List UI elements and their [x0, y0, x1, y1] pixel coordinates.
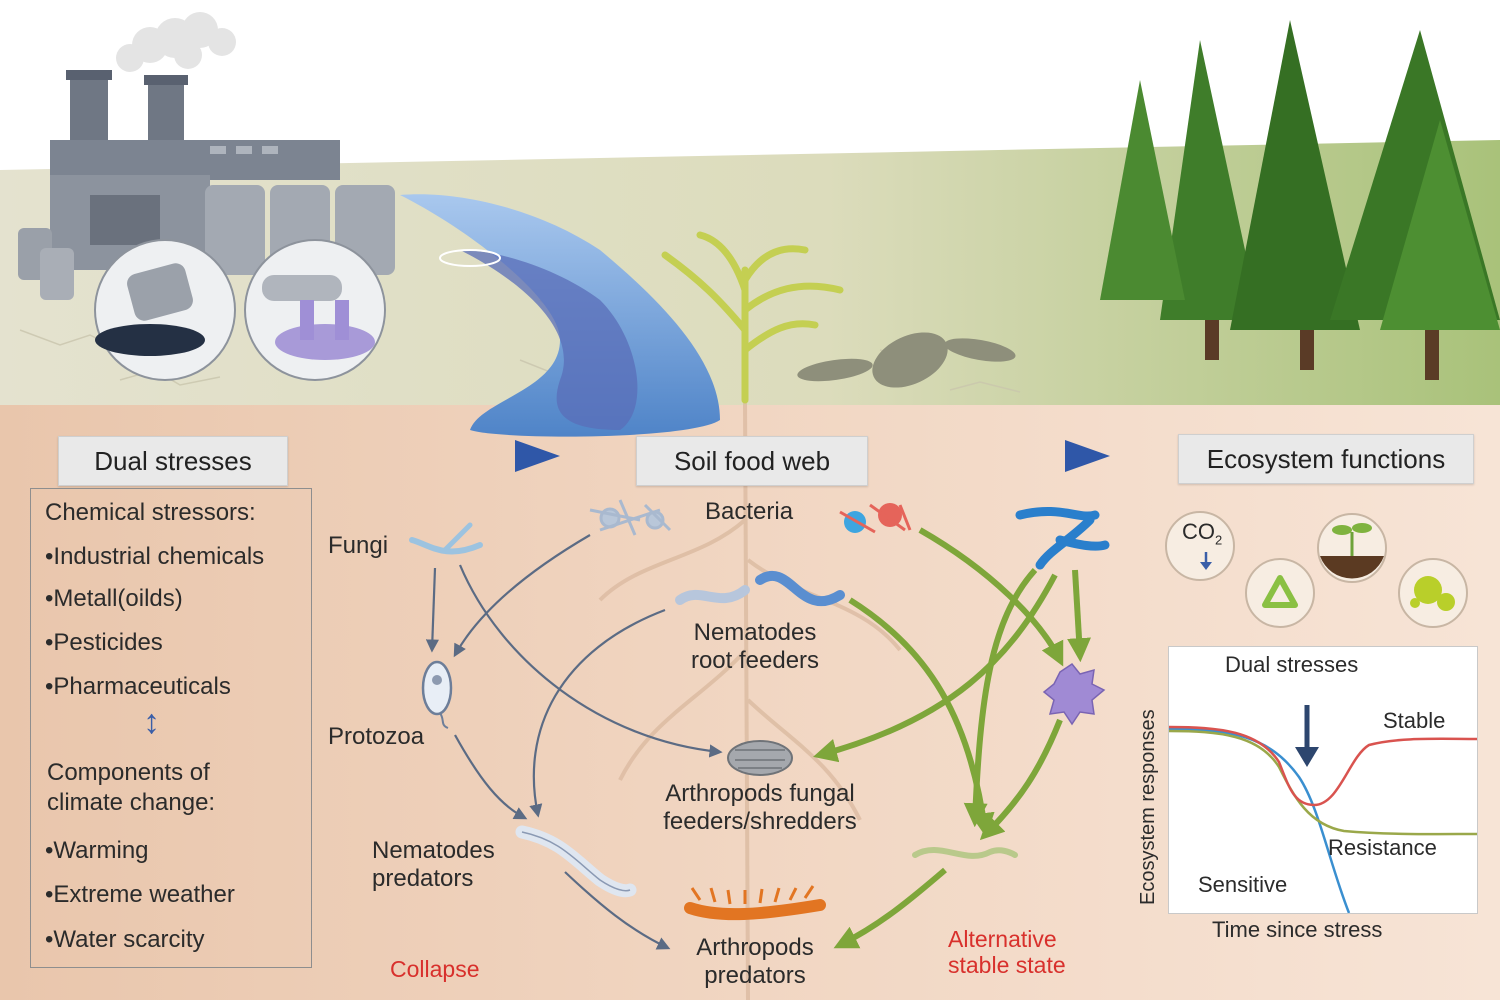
arthropod-fungal-icon: [727, 740, 793, 776]
factory: [18, 70, 395, 300]
label-arthropods-fungal: Arthropods fungal feeders/shredders: [663, 780, 857, 835]
series-label-stable: Stable: [1383, 708, 1446, 733]
stressor-item-pharmaceuticals: •Pharmaceuticals: [45, 673, 231, 700]
stressor-item-metalloids: •Metall(oilds): [45, 585, 183, 612]
bacteria-blue-chain-icon: [1015, 507, 1110, 570]
label-protozoa: Protozoa: [328, 723, 425, 750]
stressor-item-industrial: •Industrial chemicals: [45, 543, 265, 570]
header-dual-stresses: Dual stresses: [58, 436, 288, 486]
series-label-resistance: Resistance: [1328, 835, 1437, 860]
chemical-stressors-heading: Chemical stressors:: [45, 499, 256, 526]
label-fungi: Fungi: [328, 532, 389, 559]
header-soil-food-web: Soil food web: [636, 436, 868, 486]
nematode-green-icon: [912, 847, 1018, 859]
stressors-panel: Chemical stressors: •Industrial chemical…: [30, 488, 312, 968]
curve-resistance: [1168, 729, 1478, 836]
bacteria-grey-icon: [589, 499, 672, 536]
co2-icon-circle: [1165, 511, 1235, 581]
arthropod-predator-icon: [684, 885, 826, 921]
label-nematodes-root-feeders: Nematodes root feeders: [690, 619, 820, 674]
response-chart-svg: [1168, 705, 1478, 914]
climate-heading-line1: Components of: [47, 759, 210, 786]
protozoa-icon: [421, 660, 453, 729]
amoeba-icon: [1042, 662, 1106, 726]
chart-x-label: Time since stress: [1212, 917, 1383, 942]
stressor-item-pesticides: •Pesticides: [45, 629, 163, 656]
river-pollution: [460, 250, 638, 430]
curve-sensitive: [1168, 727, 1351, 914]
series-label-sensitive: Sensitive: [1198, 872, 1288, 897]
seedling-icon: [1317, 513, 1387, 583]
nematode-root-icon: [675, 570, 845, 607]
smoke: [116, 12, 236, 72]
alternative-arrows: [813, 527, 1091, 949]
pathogen-icon: [1398, 558, 1468, 628]
forest: [1100, 20, 1500, 380]
climate-heading-line2: climate change:: [47, 789, 216, 816]
label-collapse: Collapse: [390, 956, 480, 982]
spill-circle: [94, 239, 236, 381]
stressor-item-warming: •Warming: [45, 837, 149, 864]
label-alternative-stable-state: Alternative stable state: [948, 926, 1066, 979]
fungi-icon: [409, 522, 483, 555]
leaf-litter: [797, 332, 1016, 388]
curve-stable: [1168, 725, 1478, 807]
chart-y-label: Ecosystem responses: [1137, 709, 1159, 905]
collapse-arrows: [425, 534, 723, 950]
corn-plant: [661, 231, 844, 404]
stressor-item-extreme-weather: •Extreme weather: [45, 881, 235, 908]
bacteria-red-icon: [839, 503, 912, 534]
label-arthropods-predators: Arthropods predators: [696, 934, 814, 989]
co2-label: CO2: [1182, 519, 1223, 548]
label-nematodes-predators: Nematodes predators: [372, 837, 495, 892]
pipe-circle: [244, 239, 386, 381]
double-arrow-icon: ↕: [143, 703, 160, 741]
label-bacteria: Bacteria: [705, 498, 794, 525]
nematode-predator-icon: [515, 825, 637, 898]
stressor-item-water-scarcity: •Water scarcity: [45, 926, 205, 953]
header-ecosystem-functions: Ecosystem functions: [1178, 434, 1474, 484]
chart-title: Dual stresses: [1225, 652, 1359, 677]
water-ripple: [439, 249, 501, 267]
recycle-icon: [1245, 558, 1315, 628]
response-chart: [1168, 646, 1478, 914]
